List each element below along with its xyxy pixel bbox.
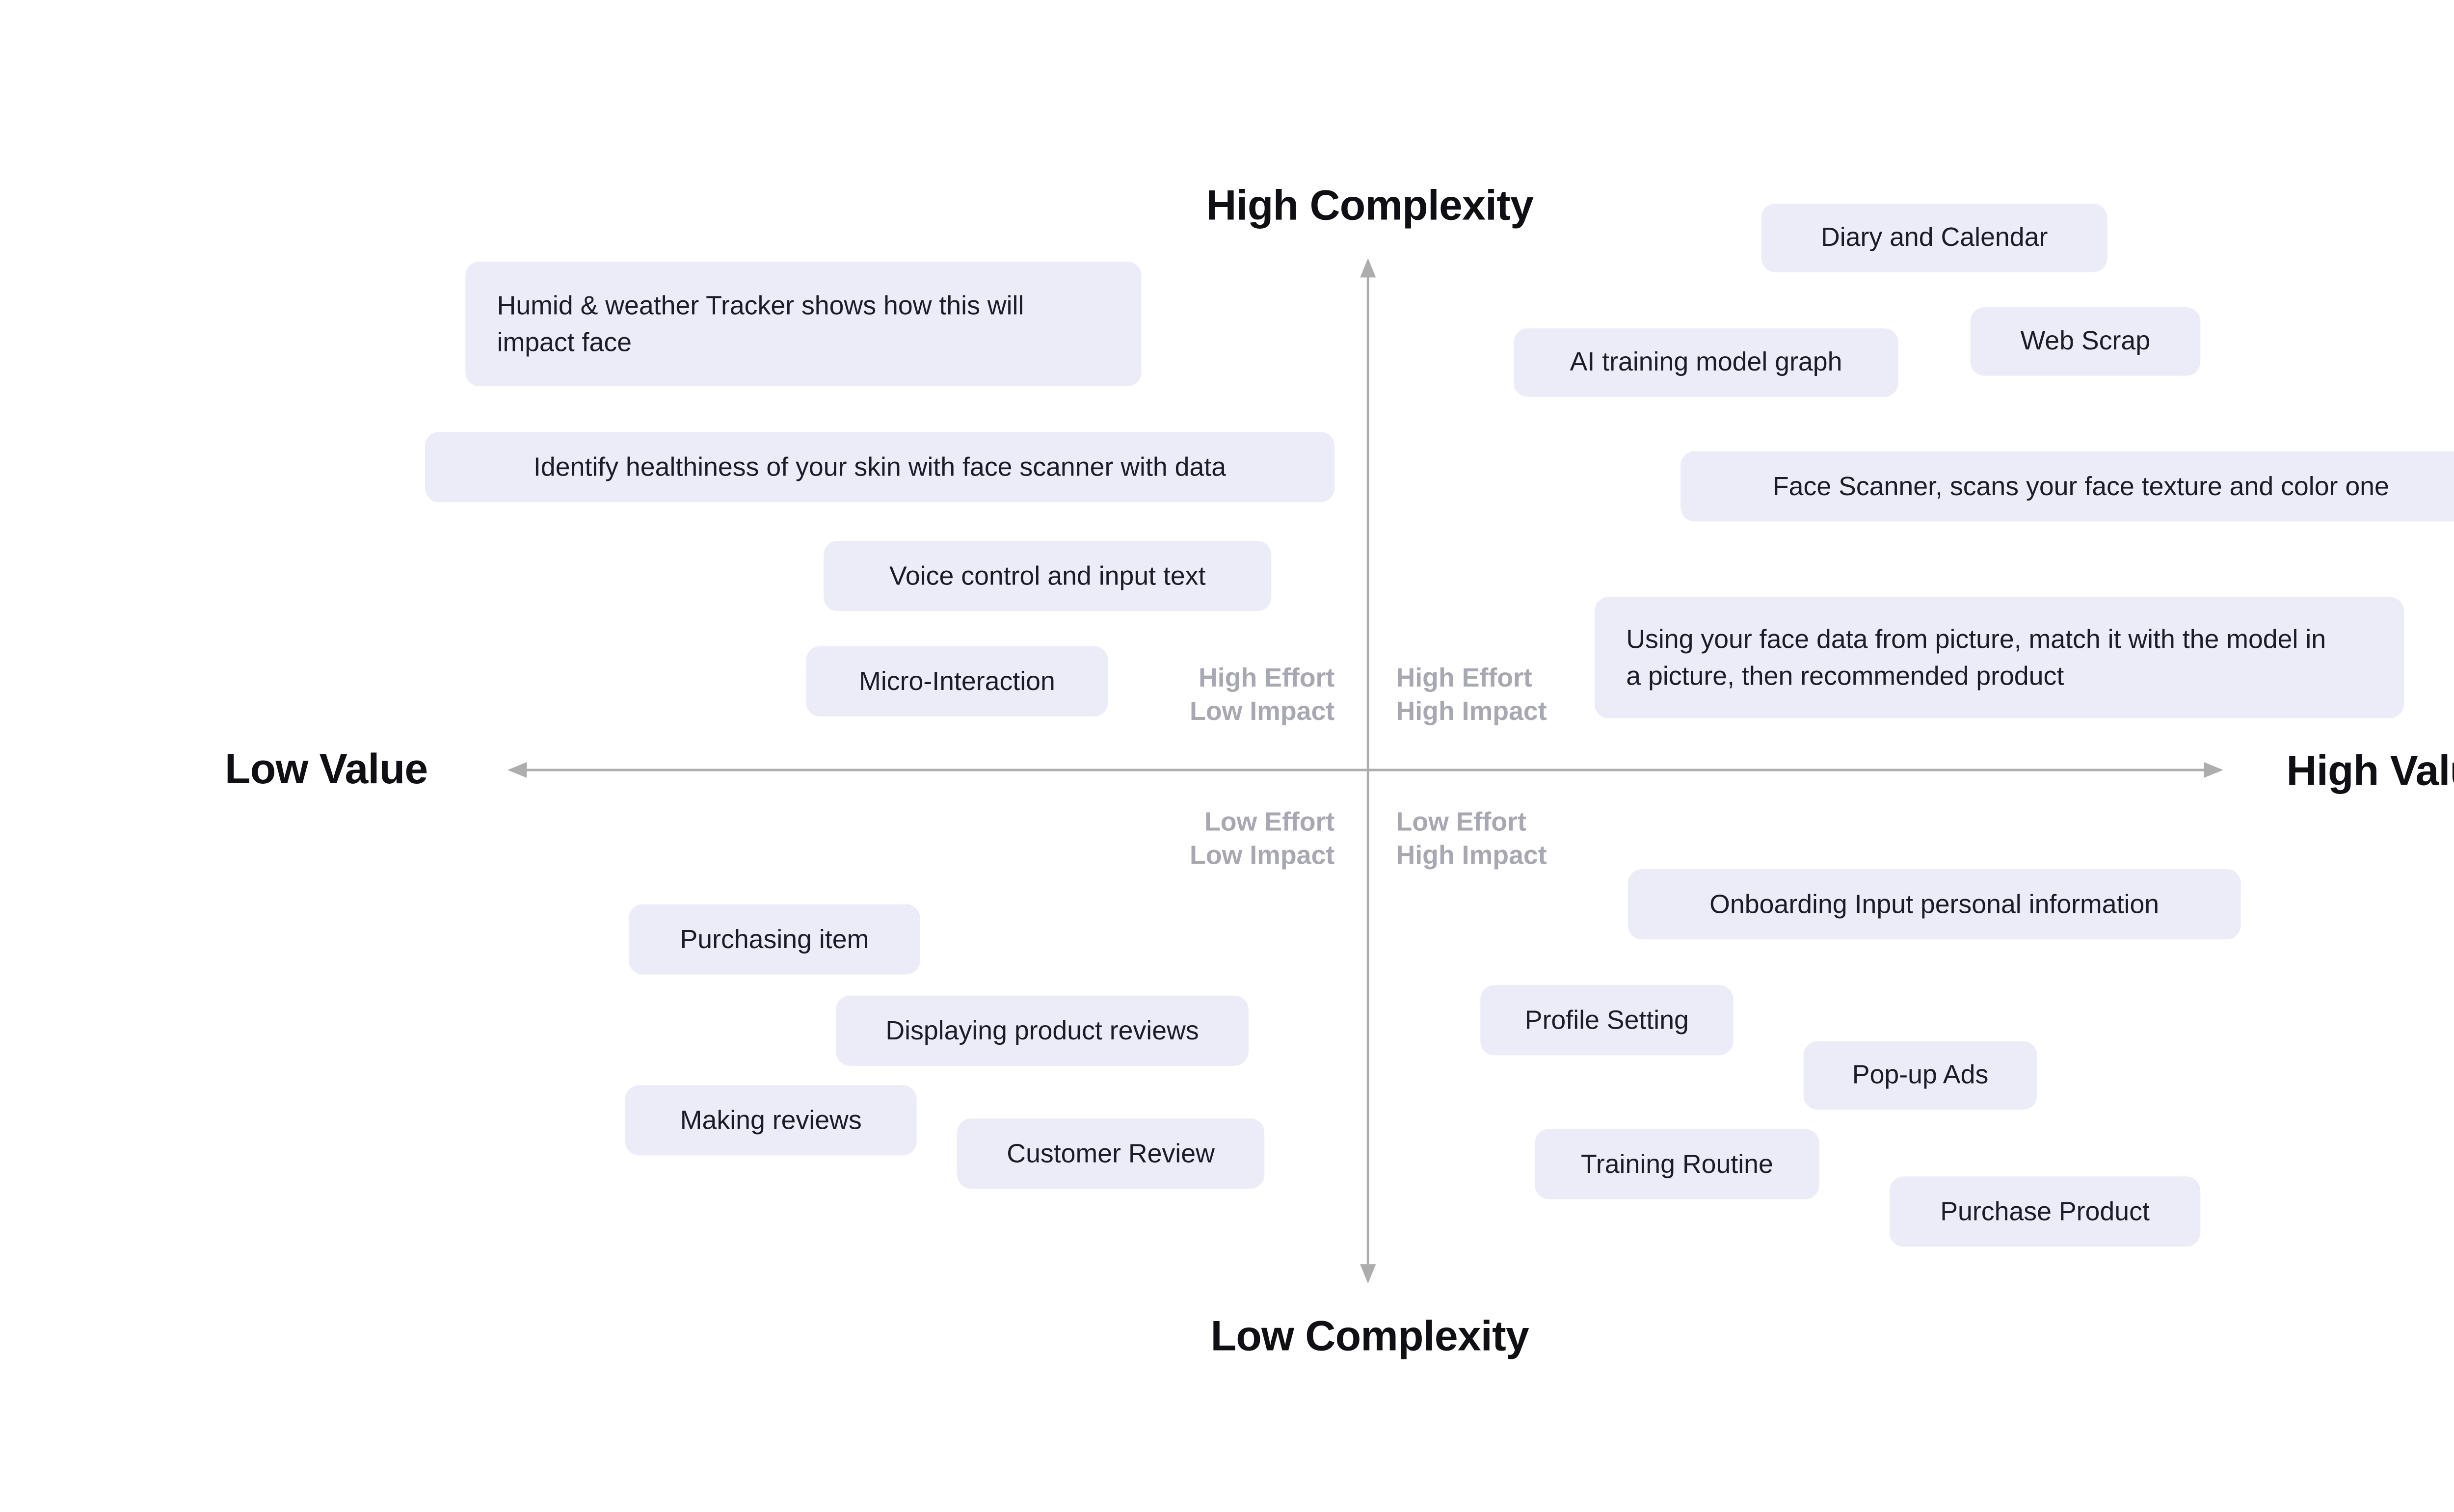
sticky-note-face-scanner[interactable]: Face Scanner, scans your face texture an… xyxy=(1680,451,2454,522)
sticky-note-popup-ads[interactable]: Pop-up Ads xyxy=(1803,1041,2037,1110)
quadrant-label-high-effort-low-impact: High Effort Low Impact xyxy=(1054,663,1334,728)
sticky-note-text: Pop-up Ads xyxy=(1852,1061,1989,1090)
axis-label-low-value: Low Value xyxy=(224,746,428,794)
quadrant-label-low-effort-high-impact: Low Effort High Impact xyxy=(1396,808,1677,873)
sticky-note-text: Onboarding Input personal information xyxy=(1709,889,2160,920)
quadrant-label-line: Low Impact xyxy=(1190,840,1335,870)
sticky-note-text: Profile Setting xyxy=(1524,1005,1689,1035)
sticky-note-text: Making reviews xyxy=(680,1105,862,1136)
quadrant-label-line: Low Effort xyxy=(1204,807,1335,838)
horizontal-axis-line xyxy=(507,762,2223,778)
quadrant-label-high-effort-high-impact: High Effort High Impact xyxy=(1396,663,1677,728)
sticky-note-text: AI training model graph xyxy=(1570,347,1842,378)
sticky-note-product-reviews[interactable]: Displaying product reviews xyxy=(836,995,1249,1066)
sticky-note-onboarding[interactable]: Onboarding Input personal information xyxy=(1627,869,2241,940)
sticky-note-text: Training Routine xyxy=(1581,1149,1773,1179)
sticky-note-diary-calendar[interactable]: Diary and Calendar xyxy=(1761,204,2107,272)
sticky-note-web-scrap[interactable]: Web Scrap xyxy=(1970,307,2201,376)
quadrant-label-line: High Impact xyxy=(1396,696,1547,726)
quadrant-label-line: Low Impact xyxy=(1190,696,1335,726)
quadrant-label-low-effort-low-impact: Low Effort Low Impact xyxy=(1054,808,1334,873)
axis-label-high-complexity: High Complexity xyxy=(1206,183,1534,230)
sticky-note-face-match[interactable]: Using your face data from picture, match… xyxy=(1594,597,2404,718)
sticky-note-text: Voice control and input text xyxy=(889,561,1206,591)
sticky-note-profile-setting[interactable]: Profile Setting xyxy=(1480,985,1734,1056)
sticky-note-making-reviews[interactable]: Making reviews xyxy=(625,1085,917,1156)
quadrant-label-line: Low Effort xyxy=(1396,807,1526,838)
arrowhead-left-icon xyxy=(507,762,527,778)
sticky-note-purchasing-item[interactable]: Purchasing item xyxy=(628,904,920,975)
sticky-note-training-routine[interactable]: Training Routine xyxy=(1535,1129,1819,1199)
sticky-note-text: Diary and Calendar xyxy=(1820,223,2048,253)
quadrant-label-line: High Effort xyxy=(1199,663,1335,694)
quadrant-label-line: High Effort xyxy=(1396,663,1532,694)
quadrant-label-line: High Impact xyxy=(1396,840,1547,870)
sticky-note-micro-interaction[interactable]: Micro-Interaction xyxy=(806,646,1108,716)
sticky-note-customer-review[interactable]: Customer Review xyxy=(957,1118,1265,1189)
sticky-note-text: Face Scanner, scans your face texture an… xyxy=(1772,471,2389,502)
sticky-note-text: Purchase Product xyxy=(1940,1196,2150,1227)
arrowhead-up-icon xyxy=(1360,258,1376,278)
sticky-note-text: Purchasing item xyxy=(680,924,869,955)
arrowhead-down-icon xyxy=(1360,1264,1376,1284)
arrowhead-right-icon xyxy=(2204,762,2223,778)
sticky-note-text: Using your face data from picture, match… xyxy=(1626,624,2326,691)
sticky-note-purchase-product[interactable]: Purchase Product xyxy=(1889,1176,2201,1247)
sticky-note-ai-training[interactable]: AI training model graph xyxy=(1514,328,1898,397)
sticky-note-text: Web Scrap xyxy=(2020,326,2151,357)
sticky-note-humid-tracker[interactable]: Humid & weather Tracker shows how this w… xyxy=(465,262,1142,387)
sticky-note-skin-scanner[interactable]: Identify healthiness of your skin with f… xyxy=(425,432,1335,503)
sticky-note-text: Micro-Interaction xyxy=(859,666,1055,696)
sticky-note-text: Identify healthiness of your skin with f… xyxy=(533,452,1227,482)
sticky-note-text: Displaying product reviews xyxy=(885,1015,1199,1046)
sticky-note-text: Humid & weather Tracker shows how this w… xyxy=(497,291,1024,358)
axis-label-high-value: High Value xyxy=(2286,748,2454,796)
axis-label-low-complexity: Low Complexity xyxy=(1210,1313,1529,1361)
sticky-note-text: Customer Review xyxy=(1007,1139,1215,1169)
sticky-note-voice-control[interactable]: Voice control and input text xyxy=(824,541,1272,611)
